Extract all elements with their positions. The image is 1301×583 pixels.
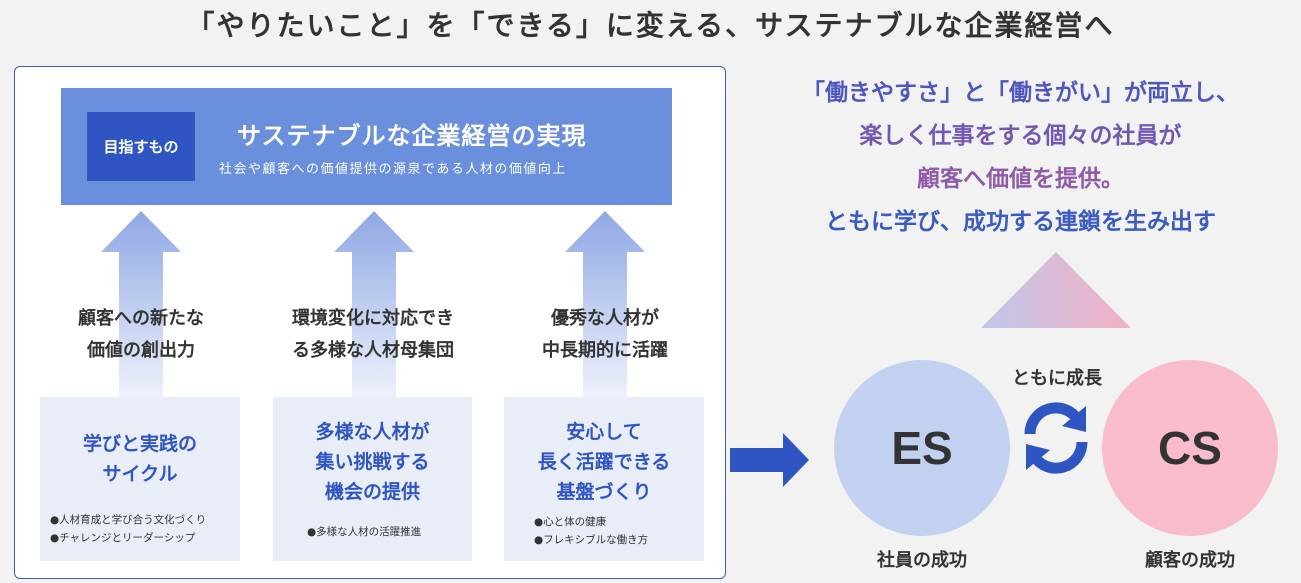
pillar-card: 学びと実践の サイクル ●人材育成と学び合う文化づくり ●チャレンジとリーダーシ… (40, 397, 240, 561)
pillar-bullets: ●多様な人材の活躍推進 (307, 523, 421, 541)
pillar-title: 安心して 長く活躍できる 基盤づくり (504, 417, 704, 507)
triangle-icon (981, 252, 1131, 328)
outcome-line: る多様な人材母集団 (292, 340, 454, 361)
pillar-title: 多様な人材が 集い挑戦する 機会の提供 (273, 417, 472, 507)
bullet-item: ●チャレンジとリーダーシップ (50, 532, 196, 544)
pillar-title: 学びと実践の サイクル (40, 429, 240, 489)
outcome-line: 中長期的に活躍 (542, 340, 668, 361)
outcome-line: 環境変化に対応でき (292, 308, 454, 329)
pillar-title-line: 学びと実践の (82, 433, 197, 455)
pillar-card: 多様な人材が 集い挑戦する 機会の提供 ●多様な人材の活躍推進 (273, 397, 472, 561)
pillar-bullets: ●心と体の健康 ●フレキシブルな働き方 (534, 513, 648, 549)
es-label: ES (891, 422, 953, 474)
vision-line: 楽しく仕事をする個々の社員が (859, 123, 1182, 149)
pillar-title-line: 機会の提供 (324, 481, 420, 503)
cycle-label: ともに成長 (1012, 368, 1102, 389)
pillar-card: 安心して 長く活躍できる 基盤づくり ●心と体の健康 ●フレキシブルな働き方 (504, 397, 704, 561)
outcome-item: 環境変化に対応でき る多様な人材母集団 (268, 303, 478, 367)
vision-line: 「働きやすさ」と「働きがい」が両立し、 (802, 80, 1239, 106)
pillar-title-line: 安心して (566, 421, 642, 443)
goal-title: サステナブルな企業経営の実現 (237, 122, 587, 150)
pillar-title-line: サイクル (102, 463, 178, 485)
bullet-item: ●人材育成と学び合う文化づくり (50, 514, 207, 526)
es-circle: ES (834, 360, 1010, 536)
up-arrow-icon (334, 211, 414, 400)
goal-subtitle: 社会や顧客への価値提供の源泉である人材の価値向上 (219, 162, 567, 177)
goal-banner: 目指すもの サステナブルな企業経営の実現 社会や顧客への価値提供の源泉である人材… (61, 88, 672, 205)
vision-line: ともに学び、成功する連鎖を生み出す (825, 209, 1216, 235)
right-arrow-icon (730, 433, 809, 487)
vision-statement: 「働きやすさ」と「働きがい」が両立し、 楽しく仕事をする個々の社員が 顧客へ価値… (740, 72, 1301, 244)
up-arrow-icon (565, 211, 645, 400)
pillar-bullets: ●人材育成と学び合う文化づくり ●チャレンジとリーダーシップ (50, 511, 206, 547)
up-arrow-icon (101, 211, 181, 400)
outcome-item: 優秀な人材が 中長期的に活躍 (500, 303, 710, 367)
outcome-line: 優秀な人材が (551, 308, 659, 329)
pillar-title-line: 多様な人材が (315, 421, 430, 443)
es-caption: 社員の成功 (877, 550, 967, 571)
cs-circle: CS (1102, 360, 1278, 536)
bullet-item: ●多様な人材の活躍推進 (307, 526, 422, 538)
outcome-item: 顧客への新たな 価値の創出力 (36, 303, 246, 367)
pillar-title-line: 長く活躍できる (537, 451, 671, 473)
cs-caption: 顧客の成功 (1145, 550, 1235, 571)
bullet-item: ●心と体の健康 (534, 516, 607, 528)
outcome-line: 顧客への新たな (78, 308, 204, 329)
cs-label: CS (1158, 422, 1222, 474)
goal-tag: 目指すもの (87, 112, 195, 181)
page-title: 「やりたいこと」を「できる」に変える、サステナブルな企業経営へ (186, 9, 1115, 42)
bullet-item: ●フレキシブルな働き方 (534, 534, 649, 546)
outcome-line: 価値の創出力 (87, 340, 195, 361)
pillar-title-line: 集い挑戦する (315, 451, 430, 473)
pillar-title-line: 基盤づくり (556, 481, 652, 503)
cycle-arrows-icon (1024, 402, 1088, 474)
vision-line: 顧客へ価値を提供。 (917, 166, 1124, 192)
